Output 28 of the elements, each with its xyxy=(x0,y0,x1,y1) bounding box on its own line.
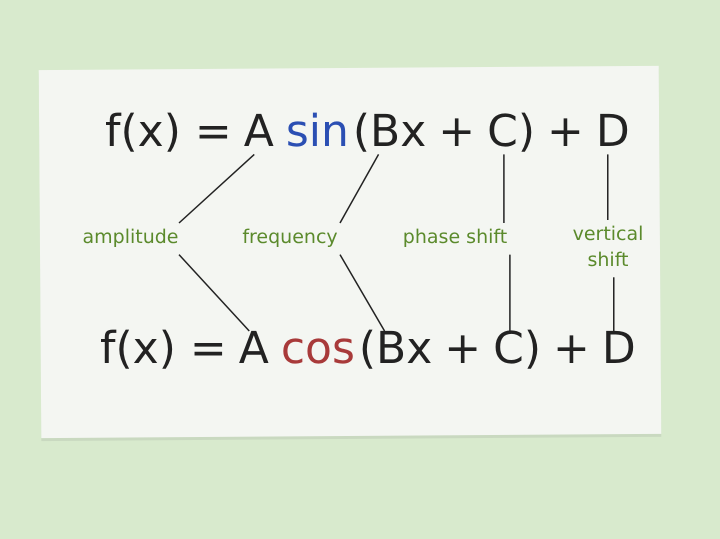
formula-term: D xyxy=(602,325,636,374)
function-name: sin xyxy=(286,108,349,156)
formula-term: + xyxy=(547,108,584,156)
formula-term: f(x) = xyxy=(105,108,232,156)
leader-line xyxy=(613,277,615,331)
formula-term: C) xyxy=(493,325,542,374)
formula-term: (Bx xyxy=(358,325,432,374)
leader-line xyxy=(339,254,386,332)
formula-term: A xyxy=(238,325,269,374)
formula-term: + xyxy=(553,325,590,374)
formula-term: C) xyxy=(487,108,536,156)
formula-term: f(x) = xyxy=(100,325,227,374)
leader-line xyxy=(178,254,250,332)
formula-term: + xyxy=(438,108,476,156)
leader-line xyxy=(607,154,609,220)
leader-line xyxy=(509,254,511,331)
leader-line xyxy=(178,154,255,224)
callout-label: vertical shift xyxy=(562,222,654,274)
callout-label: phase shift xyxy=(396,225,514,251)
callout-label: frequency xyxy=(236,225,344,251)
formula-term: + xyxy=(444,325,482,374)
leader-line xyxy=(339,154,380,224)
formula-term: (Bx xyxy=(352,108,426,156)
formula-term: D xyxy=(596,108,630,156)
leader-line xyxy=(503,154,505,223)
formula-term: A xyxy=(244,108,274,156)
callout-label: amplitude xyxy=(78,225,183,251)
function-name: cos xyxy=(280,325,355,374)
